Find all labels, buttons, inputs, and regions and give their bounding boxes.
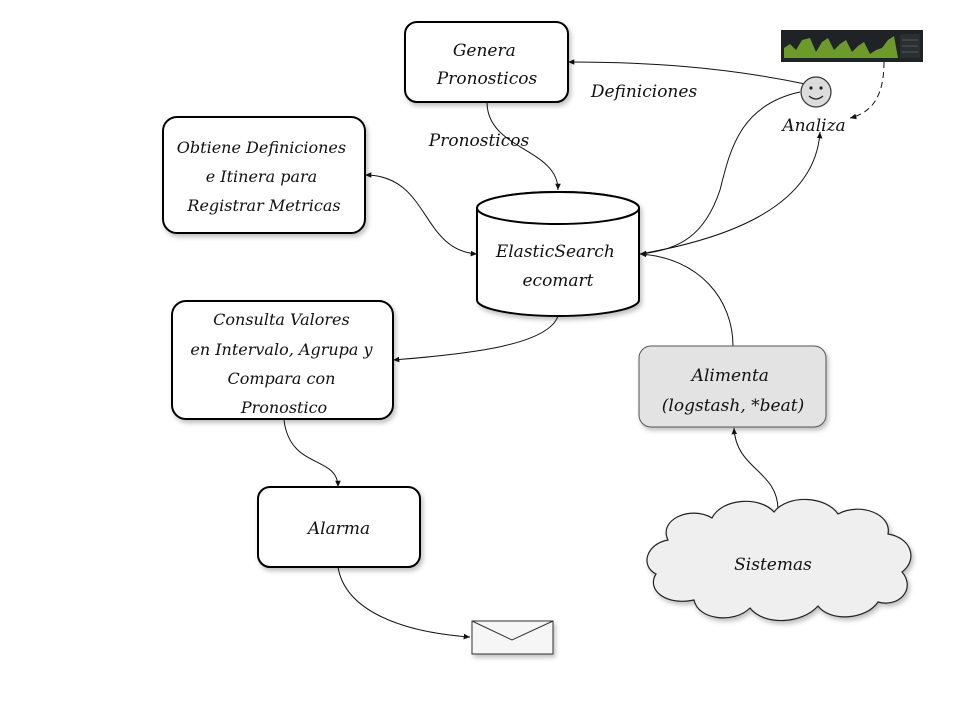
node-elastic-database: ElasticSearch ecomart (476, 191, 640, 317)
node-alimenta: Alimenta (logstash, *beat) (638, 345, 827, 428)
edge-dashboard-analiza (849, 61, 885, 120)
svg-text:Consulta Valores en Inte: Consulta Valores en Intervalo, Agrupa y … (190, 310, 377, 417)
edge-label-definiciones: Definiciones (590, 82, 698, 102)
edge-alarma-envelope (337, 566, 471, 640)
edges (283, 59, 885, 640)
elastic-line-2: ecomart (522, 271, 593, 291)
edge-analiza-elastic (639, 91, 801, 257)
edge-elastic-consulta (392, 315, 559, 363)
genera-line-2: Pronosticos (436, 69, 538, 89)
envelope-icon (471, 620, 554, 655)
consulta-line-4: Pronostico (240, 398, 327, 417)
alimenta-line-1: Alimenta (690, 366, 769, 386)
consulta-line-3: Compara con (227, 369, 335, 388)
consulta-line-1: Consulta Valores (213, 310, 350, 329)
alarma-label: Alarma (306, 519, 370, 539)
edge-definiciones (567, 59, 806, 85)
analiza-label: Analiza (780, 116, 845, 136)
obtiene-line-3: Registrar Metricas (186, 196, 340, 215)
edge-sistemas-alimenta (731, 427, 779, 511)
node-sistemas-cloud: Sistemas (646, 498, 912, 622)
edge-obtiene-elastic (364, 172, 478, 257)
elastic-line-1: ElasticSearch (495, 242, 615, 262)
svg-text:Genera Pronosticos: Genera Pronosticos (436, 41, 538, 89)
genera-line-1: Genera (453, 41, 516, 61)
cloud-icon (646, 498, 912, 622)
node-alarma: Alarma (257, 486, 421, 568)
obtiene-line-1: Obtiene Definiciones (177, 138, 346, 157)
svg-text:Alarma: Alarma (306, 519, 370, 539)
edge-elastic-analiza (639, 131, 823, 255)
node-consulta: Consulta Valores en Intervalo, Agrupa y … (171, 300, 394, 420)
edge-alimenta-elastic (639, 251, 734, 347)
alimenta-line-2: (logstash, *beat) (662, 396, 804, 416)
svg-text:ElasticSearch ecomart: ElasticSearch ecomart (495, 242, 620, 291)
dashboard-chart-icon (781, 30, 923, 62)
smiley-face-icon (800, 76, 832, 108)
svg-text:Obtiene Definiciones e I: Obtiene Definiciones e Itinera para Regi… (177, 138, 351, 215)
svg-text:Alimenta (logstash, *bea: Alimenta (logstash, *beat) (662, 366, 804, 416)
sistemas-label: Sistemas (734, 555, 812, 575)
node-genera: Genera Pronosticos (404, 21, 569, 103)
consulta-line-2: en Intervalo, Agrupa y (190, 340, 373, 359)
node-obtiene: Obtiene Definiciones e Itinera para Regi… (162, 116, 366, 234)
edge-consulta-alarma (283, 419, 341, 488)
svg-text:Sistemas: Sistemas (734, 555, 812, 575)
obtiene-line-2: e Itinera para (206, 167, 317, 186)
edge-pronosticos (486, 101, 561, 191)
edge-label-pronosticos: Pronosticos (428, 131, 530, 151)
